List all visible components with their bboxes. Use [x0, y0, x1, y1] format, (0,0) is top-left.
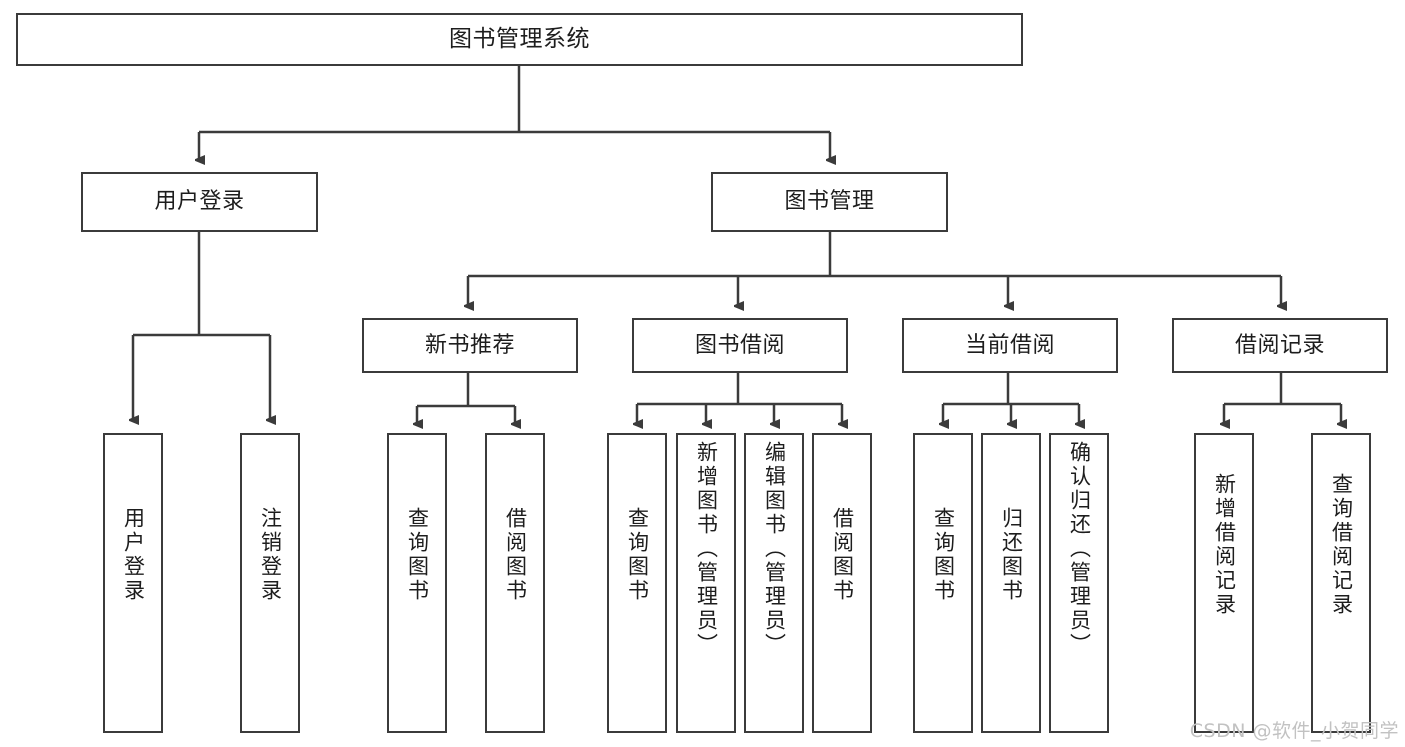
node-label: 借阅图书: [830, 507, 855, 603]
leaf-new-book-query[interactable]: 查询图书: [387, 433, 447, 733]
leaf-borrow-query-book[interactable]: 查询图书: [607, 433, 667, 733]
node-label: 查询图书: [405, 507, 430, 603]
node-label: 查询图书: [931, 507, 956, 603]
node-label: 新增图书（管理员）: [694, 441, 719, 657]
csdn-watermark: CSDN @软件_小贺同学: [1189, 720, 1399, 742]
node-label: 当前借阅: [964, 332, 1055, 358]
node-label: 借阅记录: [1234, 332, 1325, 358]
node-label: 编辑图书（管理员）: [762, 441, 787, 657]
node-label: 用户登录: [121, 507, 146, 603]
node-label: 归还图书: [999, 507, 1024, 603]
node-label: 用户登录: [154, 189, 245, 214]
node-label: 图书借阅: [694, 332, 785, 358]
node-label: 借阅图书: [503, 507, 528, 603]
leaf-logout[interactable]: 注销登录: [240, 433, 300, 733]
node-label: 查询借阅记录: [1329, 473, 1354, 617]
node-label: 新增借阅记录: [1212, 473, 1237, 617]
node-new-book-recommend[interactable]: 新书推荐: [362, 318, 578, 373]
node-root-book-management-system[interactable]: 图书管理系统: [16, 13, 1023, 66]
node-user-login[interactable]: 用户登录: [81, 172, 318, 232]
node-book-borrow[interactable]: 图书借阅: [632, 318, 848, 373]
leaf-return-book[interactable]: 归还图书: [981, 433, 1041, 733]
leaf-borrow-book[interactable]: 借阅图书: [812, 433, 872, 733]
node-book-management[interactable]: 图书管理: [711, 172, 948, 232]
leaf-add-book-admin[interactable]: 新增图书（管理员）: [676, 433, 736, 733]
node-label: 确认归还（管理员）: [1067, 441, 1092, 657]
leaf-confirm-return-admin[interactable]: 确认归还（管理员）: [1049, 433, 1109, 733]
leaf-current-query-book[interactable]: 查询图书: [913, 433, 973, 733]
node-label: 注销登录: [258, 507, 283, 603]
node-label: 图书管理: [784, 189, 875, 214]
node-label: 查询图书: [625, 507, 650, 603]
node-current-borrow[interactable]: 当前借阅: [902, 318, 1118, 373]
node-borrow-record[interactable]: 借阅记录: [1172, 318, 1388, 373]
leaf-add-borrow-record[interactable]: 新增借阅记录: [1194, 433, 1254, 733]
leaf-new-book-borrow[interactable]: 借阅图书: [485, 433, 545, 733]
node-label: 新书推荐: [424, 332, 515, 358]
node-label: 图书管理系统: [449, 26, 590, 52]
leaf-edit-book-admin[interactable]: 编辑图书（管理员）: [744, 433, 804, 733]
leaf-query-borrow-record[interactable]: 查询借阅记录: [1311, 433, 1371, 733]
leaf-user-login[interactable]: 用户登录: [103, 433, 163, 733]
